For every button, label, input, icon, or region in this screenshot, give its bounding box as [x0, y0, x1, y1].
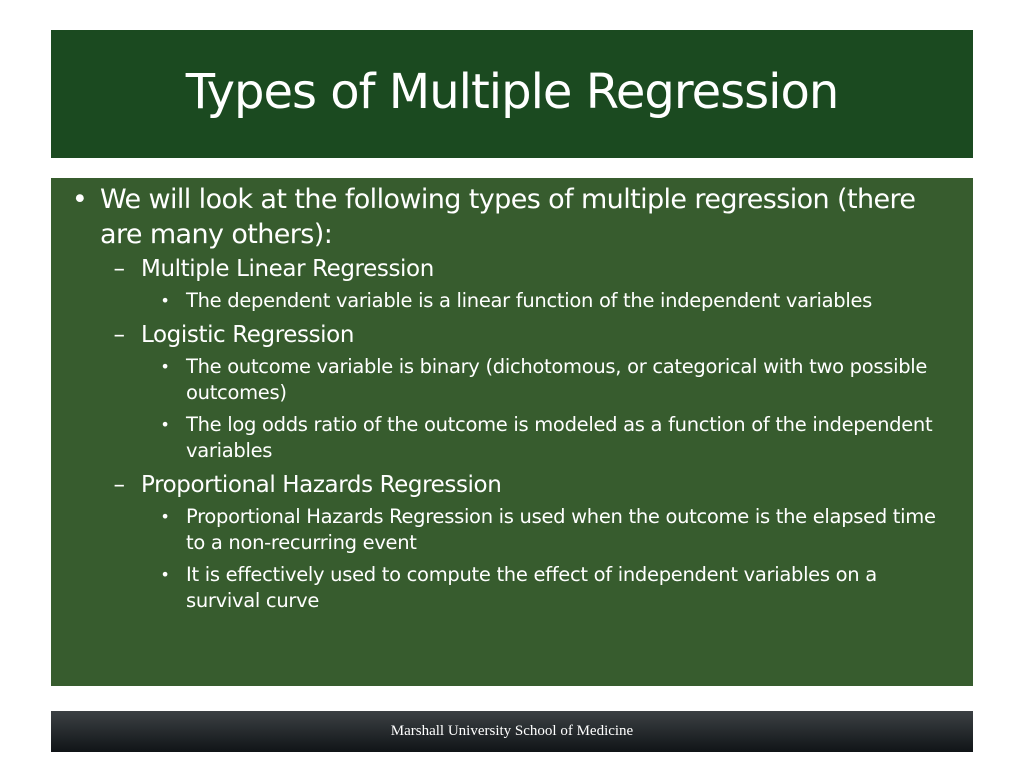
sub-bullet-item: – Proportional Hazards Regression • Prop… — [96, 470, 955, 614]
detail-item: • The log odds ratio of the outcome is m… — [141, 412, 955, 464]
detail-list: • The dependent variable is a linear fun… — [141, 288, 955, 314]
detail-text: The outcome variable is binary (dichotom… — [186, 355, 928, 404]
sub-bullet-item: – Logistic Regression • The outcome vari… — [96, 320, 955, 464]
detail-item: • The dependent variable is a linear fun… — [141, 288, 955, 314]
bullet-marker: • — [160, 415, 170, 434]
footer-bar: Marshall University School of Medicine — [51, 711, 973, 752]
bullet-marker: • — [160, 565, 170, 584]
detail-list: • Proportional Hazards Regression is use… — [141, 504, 955, 614]
sub-bullet-text: Multiple Linear Regression — [141, 256, 434, 282]
bullet-marker: • — [160, 507, 170, 526]
sub-bullet-text: Logistic Regression — [141, 322, 355, 348]
content-panel: • We will look at the following types of… — [51, 178, 973, 686]
dash-marker: – — [113, 322, 125, 348]
slide-title: Types of Multiple Regression — [185, 64, 840, 120]
detail-text: Proportional Hazards Regression is used … — [186, 505, 936, 554]
dash-marker: – — [113, 256, 125, 282]
sub-bullet-item: – Multiple Linear Regression • The depen… — [96, 254, 955, 314]
detail-text: The log odds ratio of the outcome is mod… — [186, 413, 933, 462]
dash-marker: – — [113, 472, 125, 498]
footer-text: Marshall University School of Medicine — [390, 723, 634, 739]
bullet-list: • We will look at the following types of… — [59, 182, 955, 614]
sub-bullet-text: Proportional Hazards Regression — [141, 472, 502, 498]
sub-bullet-list: – Multiple Linear Regression • The depen… — [100, 254, 955, 614]
title-banner: Types of Multiple Regression — [51, 30, 973, 158]
bullet-marker: • — [160, 291, 170, 310]
detail-item: • Proportional Hazards Regression is use… — [141, 504, 955, 556]
bullet-item: • We will look at the following types of… — [59, 182, 955, 614]
detail-list: • The outcome variable is binary (dichot… — [141, 354, 955, 464]
detail-text: The dependent variable is a linear funct… — [186, 289, 873, 312]
detail-item: • The outcome variable is binary (dichot… — [141, 354, 955, 406]
bullet-text: We will look at the following types of m… — [100, 184, 916, 250]
detail-text: It is effectively used to compute the ef… — [186, 563, 877, 612]
bullet-marker: • — [160, 357, 170, 376]
detail-item: • It is effectively used to compute the … — [141, 562, 955, 614]
bullet-marker: • — [71, 184, 88, 215]
